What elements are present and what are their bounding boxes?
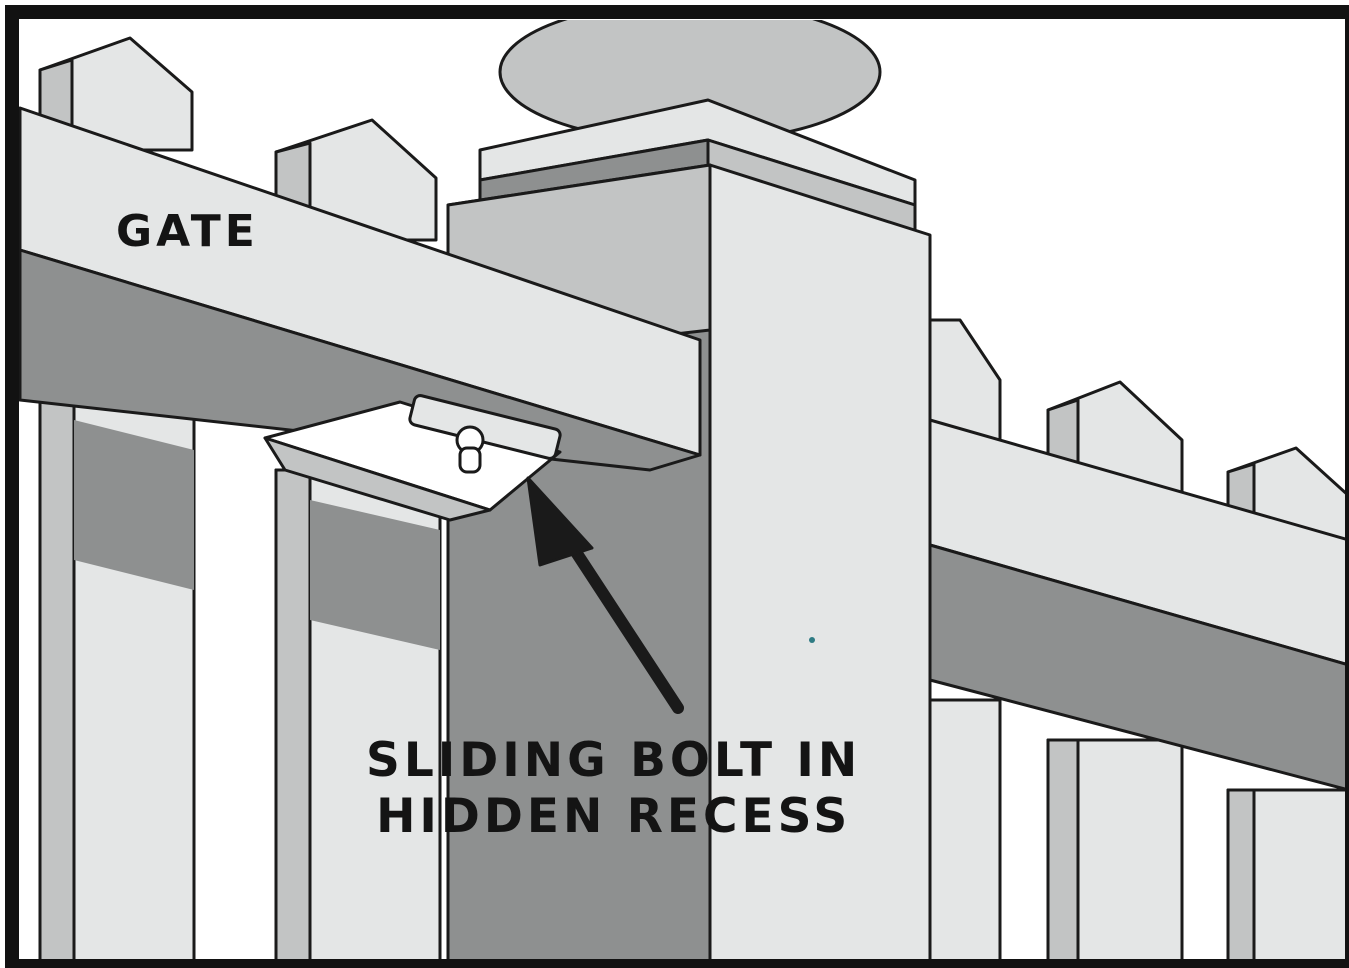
callout-label: SLIDING BOLT IN HIDDEN RECESS <box>366 733 861 846</box>
callout-line-1: SLIDING BOLT IN <box>366 733 861 789</box>
right-picket-lower-1 <box>930 700 1000 968</box>
post-right-face <box>710 165 930 968</box>
picket-lower-1-shadow <box>74 420 194 590</box>
bolt-knob-stem <box>460 448 480 472</box>
speckle <box>809 637 815 643</box>
callout-line-2: HIDDEN RECESS <box>366 789 861 845</box>
picket-lower-1-edge <box>40 400 74 968</box>
picket-lower-2-edge <box>276 470 310 968</box>
right-picket-lower-3-edge <box>1228 790 1254 968</box>
gate-label: GATE <box>116 210 259 254</box>
right-picket-lower-2-edge <box>1048 740 1078 968</box>
